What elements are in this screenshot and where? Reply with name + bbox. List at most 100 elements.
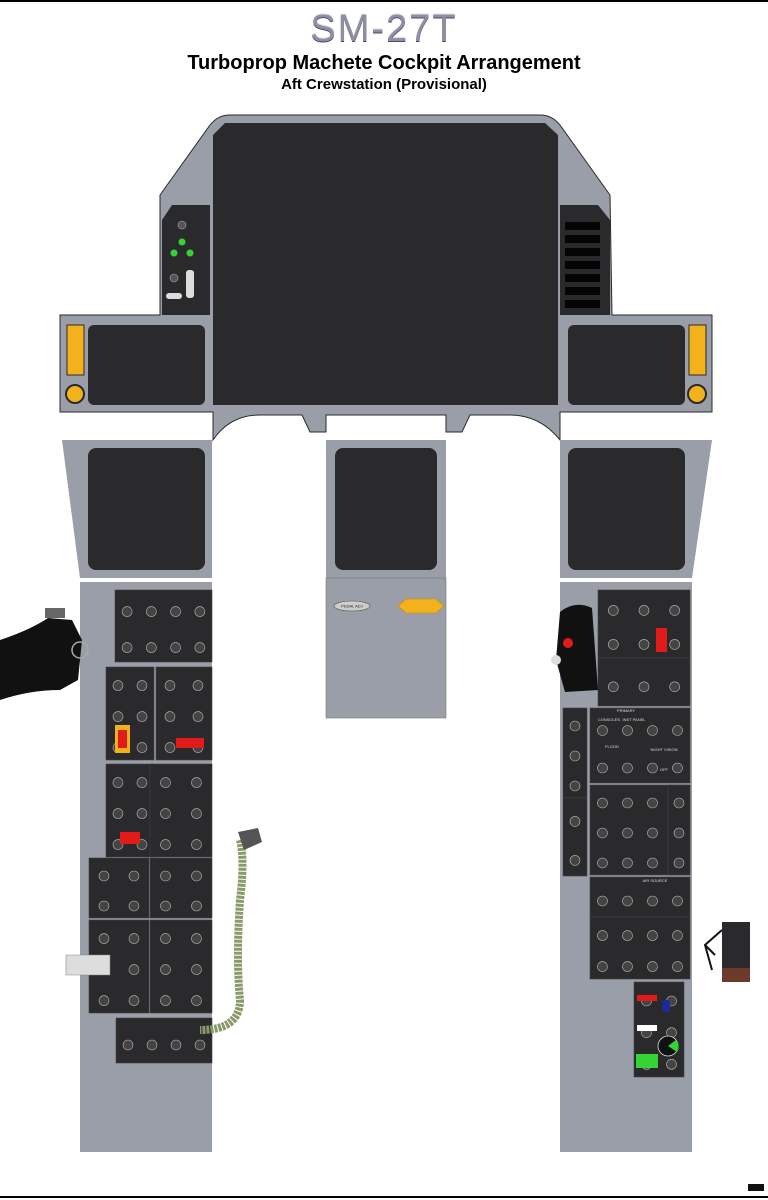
switch-knob[interactable] [160,808,171,819]
switch-knob[interactable] [597,857,608,869]
switch-knob[interactable] [121,606,133,617]
switch-knob[interactable] [569,750,581,762]
switch-knob[interactable] [164,711,176,722]
switch-knob[interactable] [638,681,650,693]
switch-knob[interactable] [673,857,685,869]
switch-knob[interactable] [191,839,202,850]
switch-knob[interactable] [194,1039,206,1051]
green-indicator-button[interactable] [636,1054,658,1068]
switch-knob[interactable] [597,930,608,941]
switch-knob[interactable] [647,930,658,941]
switch-knob[interactable] [622,827,633,839]
switch-knob[interactable] [669,605,680,616]
switch-knob[interactable] [622,930,633,941]
control-stick-grip[interactable] [0,618,82,700]
switch-knob[interactable] [622,762,633,774]
switch-knob[interactable] [112,808,124,819]
switch-knob[interactable] [128,964,140,975]
switch-knob[interactable] [672,930,683,941]
switch-knob[interactable] [128,995,140,1006]
switch-knob[interactable] [146,642,157,653]
switch-knob[interactable] [146,606,157,617]
switch-knob[interactable] [191,808,202,819]
switch-knob[interactable] [136,777,148,788]
switch-knob[interactable] [191,995,202,1006]
switch-knob[interactable] [98,870,110,882]
switch-knob[interactable] [112,711,124,722]
switch-knob[interactable] [622,857,633,869]
switch-knob[interactable] [672,961,683,972]
switch-knob[interactable] [164,742,176,753]
switch-knob[interactable] [170,1039,182,1051]
blue-switch[interactable] [662,1000,670,1012]
switch-knob[interactable] [672,725,683,736]
switch-knob[interactable] [128,900,140,912]
switch-knob[interactable] [160,870,171,882]
switch-knob[interactable] [191,900,202,912]
switch-knob[interactable] [136,711,148,722]
rotary-knob[interactable] [177,220,187,230]
right-ejection-handle[interactable] [687,384,707,404]
red-switch[interactable] [176,738,204,748]
switch-knob[interactable] [128,933,140,944]
throttle-button[interactable] [563,638,573,648]
switch-knob[interactable] [672,895,683,907]
gear-handle[interactable] [186,270,194,298]
switch-knob[interactable] [136,808,148,819]
switch-knob[interactable] [191,870,202,882]
switch-knob[interactable] [146,1039,158,1051]
switch-knob[interactable] [569,816,581,827]
switch-knob[interactable] [673,827,685,839]
guarded-switch[interactable] [118,730,127,748]
switch-knob[interactable] [672,762,683,774]
switch-knob[interactable] [170,642,181,653]
switch-knob[interactable] [669,681,680,693]
switch-knob[interactable] [569,780,581,792]
switch-knob[interactable] [160,964,171,975]
switch-knob[interactable] [569,855,581,866]
left-ejection-handle[interactable] [65,384,85,404]
switch-knob[interactable] [160,933,171,944]
switch-knob[interactable] [608,639,619,650]
switch-knob[interactable] [121,642,133,653]
slide-switch[interactable] [166,293,182,299]
switch-knob[interactable] [160,995,171,1006]
switch-knob[interactable] [647,895,658,907]
switch-knob[interactable] [597,762,608,774]
toggle-switch[interactable] [169,273,179,283]
switch-knob[interactable] [191,964,202,975]
red-switch[interactable] [637,995,657,1001]
switch-knob[interactable] [98,900,110,912]
throttle-grip[interactable] [556,604,598,692]
switch-knob[interactable] [194,642,206,653]
switch-knob[interactable] [669,639,680,650]
switch-knob[interactable] [638,639,650,650]
switch-knob[interactable] [194,606,206,617]
red-switch[interactable] [656,628,667,652]
switch-knob[interactable] [192,680,204,691]
switch-knob[interactable] [98,995,110,1006]
stick-trigger[interactable] [45,608,65,618]
switch-knob[interactable] [569,720,581,732]
switch-knob[interactable] [647,857,658,869]
switch-knob[interactable] [608,681,619,693]
switch-knob[interactable] [597,895,608,907]
canopy-handle[interactable] [397,598,445,614]
switch-knob[interactable] [160,839,171,850]
switch-knob[interactable] [597,725,608,736]
switch-knob[interactable] [673,797,685,809]
switch-knob[interactable] [112,777,124,788]
switch-knob[interactable] [622,725,633,736]
switch-knob[interactable] [666,1059,677,1070]
switch-knob[interactable] [136,742,148,753]
emergency-lever[interactable] [65,954,111,976]
switch-knob[interactable] [98,933,110,944]
switch-knob[interactable] [622,895,633,907]
switch-knob[interactable] [638,605,650,616]
switch-knob[interactable] [164,680,176,691]
switch-knob[interactable] [622,797,633,809]
switch-knob[interactable] [170,606,181,617]
red-switch[interactable] [120,832,140,844]
switch-knob[interactable] [647,762,658,774]
switch-knob[interactable] [160,777,171,788]
